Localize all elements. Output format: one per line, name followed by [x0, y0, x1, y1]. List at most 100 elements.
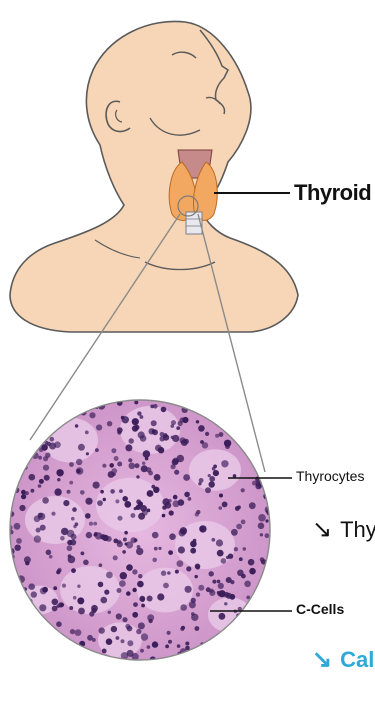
cell-nucleus [167, 571, 171, 575]
cell-nucleus [133, 602, 138, 607]
cell-nucleus [28, 629, 32, 633]
cell-nucleus [38, 484, 42, 488]
cell-nucleus [50, 437, 55, 442]
cell-nucleus [42, 400, 48, 406]
cell-nucleus [56, 469, 63, 476]
cell-nucleus [117, 462, 122, 467]
cell-nucleus [104, 590, 109, 595]
cell-nucleus [72, 507, 77, 512]
cell-nucleus [99, 563, 103, 567]
cell-nucleus [161, 407, 167, 413]
cell-nucleus [46, 550, 52, 556]
cell-nucleus [25, 561, 29, 565]
cell-nucleus [224, 656, 227, 659]
cell-nucleus [165, 398, 169, 402]
cell-nucleus [240, 646, 245, 651]
cell-nucleus [78, 444, 85, 451]
cell-nucleus [249, 568, 256, 575]
cell-nucleus [14, 523, 21, 530]
cell-nucleus [236, 524, 242, 530]
cell-nucleus [8, 595, 15, 602]
cell-nucleus [132, 612, 138, 618]
cell-nucleus [129, 438, 134, 443]
cell-nucleus [71, 568, 76, 573]
cell-nucleus [56, 621, 62, 627]
cell-nucleus [107, 421, 112, 426]
cell-nucleus [241, 520, 246, 525]
cell-nucleus [113, 555, 118, 560]
cell-nucleus [128, 458, 132, 462]
cell-nucleus [199, 478, 204, 483]
cell-nucleus [127, 640, 133, 646]
cell-nucleus [173, 500, 180, 507]
cell-nucleus [17, 447, 24, 454]
cell-nucleus [71, 517, 75, 521]
cell-nucleus [89, 412, 95, 418]
cell-nucleus [241, 406, 245, 410]
cell-nucleus [257, 398, 262, 403]
cell-nucleus [134, 400, 138, 404]
cell-nucleus [69, 462, 74, 467]
cell-nucleus [231, 407, 234, 410]
cell-nucleus [97, 500, 103, 506]
cell-nucleus [25, 413, 30, 418]
cell-nucleus [219, 506, 223, 510]
cell-nucleus [162, 514, 166, 518]
cell-nucleus [75, 629, 82, 636]
cell-nucleus [115, 499, 119, 503]
cell-nucleus [132, 569, 137, 574]
cell-nucleus [124, 501, 131, 508]
cell-nucleus [38, 618, 45, 625]
cell-nucleus [113, 539, 118, 544]
cell-nucleus [147, 490, 154, 497]
cell-nucleus [260, 606, 267, 613]
cell-nucleus [116, 636, 120, 640]
cell-nucleus [222, 502, 228, 508]
cell-nucleus [45, 453, 50, 458]
cell-nucleus [148, 619, 152, 623]
cell-nucleus [81, 552, 85, 556]
cell-nucleus [266, 582, 272, 588]
cell-nucleus [28, 427, 32, 431]
cell-nucleus [12, 462, 16, 466]
cell-nucleus [182, 398, 187, 403]
cell-nucleus [228, 554, 233, 559]
cell-nucleus [110, 489, 115, 494]
cell-nucleus [261, 418, 268, 425]
cell-nucleus [93, 482, 100, 489]
cell-nucleus [215, 404, 220, 409]
cell-nucleus [89, 522, 93, 526]
cell-nucleus [126, 564, 133, 571]
cell-nucleus [101, 597, 108, 604]
cell-nucleus [138, 622, 145, 629]
cell-nucleus [8, 653, 14, 659]
cell-nucleus [76, 459, 82, 465]
cell-nucleus [173, 495, 178, 500]
cell-nucleus [30, 608, 35, 613]
cell-nucleus [218, 583, 224, 589]
c-cells-hormone-text: Cal [340, 647, 374, 672]
cell-nucleus [69, 606, 73, 610]
cell-nucleus [10, 449, 13, 452]
c-cells-hormone: ↘Cal [312, 645, 374, 674]
cell-nucleus [199, 525, 206, 532]
cell-nucleus [51, 512, 55, 516]
thyrocytes-hormone: ↘Thy [312, 515, 375, 544]
cell-nucleus [193, 402, 197, 406]
cell-nucleus [30, 416, 37, 423]
cell-nucleus [168, 640, 172, 644]
cell-nucleus [119, 580, 126, 587]
cell-nucleus [57, 650, 61, 654]
cell-nucleus [154, 474, 161, 481]
cell-nucleus [171, 436, 174, 439]
cell-nucleus [86, 532, 92, 538]
cell-nucleus [67, 490, 71, 494]
cell-nucleus [178, 546, 185, 553]
cell-nucleus [180, 400, 183, 403]
cell-nucleus [102, 535, 108, 541]
cell-nucleus [163, 583, 169, 589]
cell-nucleus [47, 640, 50, 643]
cell-nucleus [137, 411, 141, 415]
thyrocytes-label: Thyrocytes [296, 468, 364, 484]
thyrocytes-hormone-text: Thy [340, 517, 375, 542]
